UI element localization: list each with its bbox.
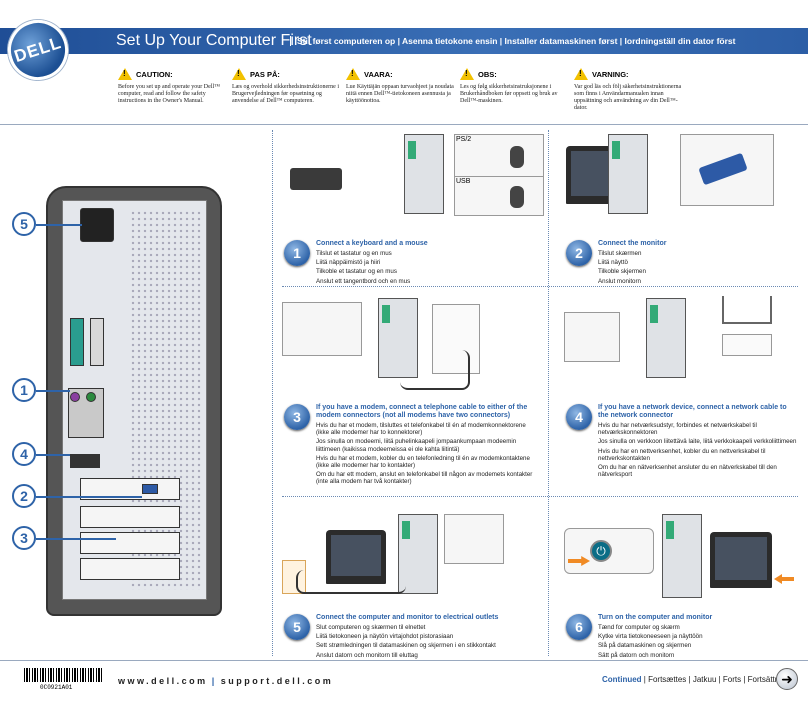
callout-5: 5 [12,212,36,236]
step-5-badge: 5 [284,614,310,640]
keyboard-icon [290,168,342,190]
video-connector [142,484,158,494]
caution-label: CAUTION: [136,69,173,79]
caution-da: PAS PÅ: Læs og overhold sikkerhedsinstru… [232,68,342,105]
step-2-text: Connect the monitor Tilslut skærmen Liit… [598,240,667,285]
ps2-port [70,392,80,402]
barcode [24,668,102,682]
phone-cable [400,350,470,390]
callout-3: 3 [12,526,36,550]
tower-icon [398,514,438,594]
tower-icon [662,514,702,598]
column-divider [548,130,549,656]
phone-jack-icon [432,304,480,374]
caution-no: OBS: Les og følg sikkerhetsinstruksjonen… [460,68,570,105]
usb-label: USB [456,178,471,185]
monitor-icon [710,532,772,588]
title-band [0,28,808,54]
caution-label: VARNING: [592,69,629,79]
caution-text: Before you set up and operate your Dell™… [118,84,221,104]
divider [0,124,808,125]
power-inset [444,514,504,564]
link-dell-com[interactable]: www.dell.com [118,676,208,686]
step-1-text: Connect a keyboard and a mouse Tilslut e… [316,240,428,285]
callout-2: 2 [12,484,36,508]
usb-network-ports [70,454,100,468]
tower-icon [646,298,686,378]
caution-label: VAARA: [364,69,393,79]
step-5-text: Connect the computer and monitor to elec… [316,614,499,659]
power-connector [80,208,114,242]
arrow-icon [568,556,590,566]
ps2-label: PS/2 [456,136,472,143]
continued-text: Continued | Fortsættes | Jatkuu | Forts … [602,675,790,684]
caution-fi: VAARA: Lue Käyttäjän oppaan turvaohjeet … [346,68,456,105]
monitor-icon [326,530,386,584]
callout-line [36,454,70,456]
step-4-text: If you have a network device, connect a … [598,404,797,479]
page-subtitle: Stil først computeren op | Asenna tietok… [290,36,736,46]
page-title: Set Up Your Computer First [116,32,312,49]
caution-label: PAS PÅ: [250,69,280,79]
step-4-badge: 4 [566,404,592,430]
audio-panel [70,318,84,366]
warning-icon [460,68,474,80]
divider [0,660,808,661]
warning-icon [232,68,246,80]
network-jack-icon [722,334,772,356]
callout-line [36,496,142,498]
tower-icon [404,134,444,214]
callout-line [36,390,70,392]
step-6-badge: 6 [566,614,592,640]
caution-label: OBS: [478,69,497,79]
caution-en: CAUTION: Before you set up and operate y… [118,68,228,105]
step-2-badge: 2 [566,240,592,266]
warning-icon [118,68,132,80]
callout-line [36,224,82,226]
caution-text: Var god läs och följ säkerhetsinstruktio… [574,84,682,111]
network-icon [722,296,772,324]
next-arrow-icon: ➜ [776,668,798,690]
modem-inset [282,302,362,356]
arrow-icon [774,574,794,584]
tower-icon [608,134,648,214]
step-1-badge: 1 [284,240,310,266]
expansion-slot [80,506,180,528]
warning-icon [346,68,360,80]
caution-text: Lue Käyttäjän oppaan turvaohjeet ja noud… [346,84,454,104]
power-icon: ⏻ [590,540,612,562]
warning-icon [574,68,588,80]
power-cable [296,570,406,594]
expansion-slot [80,558,180,580]
mouse-icon [510,146,524,168]
network-inset [564,312,620,362]
expansion-slot [80,532,180,554]
ps2-port [86,392,96,402]
mouse-icon [510,186,524,208]
link-support-dell-com[interactable]: support.dell.com [220,676,334,686]
part-number: 0C0921A01 [40,684,73,691]
step-6-text: Turn on the computer and monitor Tænd fo… [598,614,713,659]
expansion-slot [80,478,180,500]
caution-text: Læs og overhold sikkerhedsinstruktionern… [232,84,339,104]
parallel-port [90,318,104,366]
step-divider [282,496,798,497]
caution-text: Les og følg sikkerhetsinstruksjonene i B… [460,84,558,104]
callout-4: 4 [12,442,36,466]
website-links: www.dell.com|support.dell.com [118,676,334,686]
usb-inset [454,176,544,216]
step-3-text: If you have a modem, connect a telephone… [316,404,533,486]
caution-sv: VARNING: Var god läs och följ säkerhetsi… [574,68,688,112]
step-divider [282,286,798,287]
callout-line [36,538,116,540]
callout-1: 1 [12,378,36,402]
step-3-badge: 3 [284,404,310,430]
tower-icon [378,298,418,378]
column-divider [272,130,273,656]
